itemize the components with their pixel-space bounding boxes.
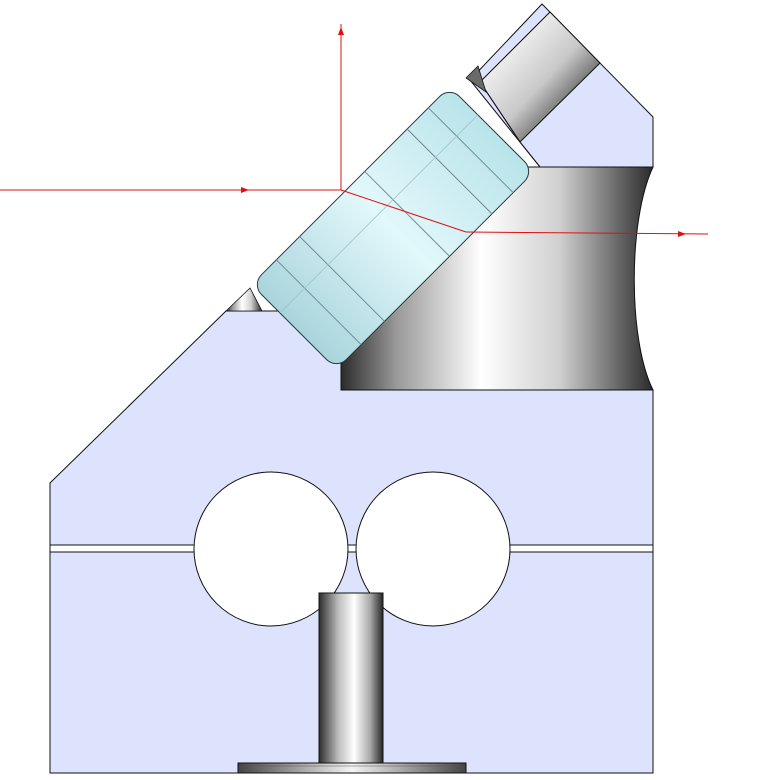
refracted-ray (340, 189, 467, 233)
lower-wedge (225, 287, 263, 312)
split-bore-right (355, 471, 511, 627)
incident-ray-arrow (241, 187, 249, 193)
base-flange (237, 762, 467, 774)
vertical-ray-arrow (338, 27, 344, 35)
exit-ray (465, 231, 709, 235)
split-bore-left (193, 471, 349, 627)
split-line (49, 544, 654, 553)
upper-wedge (465, 65, 487, 93)
exit-ray-arrow (678, 231, 686, 237)
pin (318, 592, 384, 766)
prism (256, 91, 530, 365)
